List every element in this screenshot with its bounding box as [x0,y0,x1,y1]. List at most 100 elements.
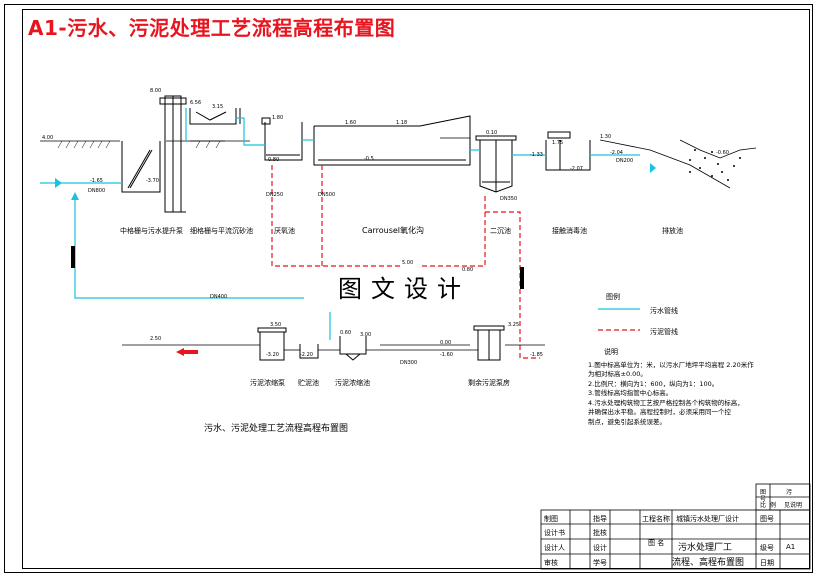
sludge-outlet-arrow [176,348,198,356]
pipe-label: DN350 [500,196,518,202]
elevation-label: -0.5 [364,156,374,162]
elevation-label: -2.20 [300,352,313,358]
tb-scale-value: 见说明 [784,502,803,509]
tb-value: 污 [786,489,793,496]
tb-label: 号 [760,496,767,503]
sludge-thickening-pump [257,327,287,361]
soil-hatch [57,140,221,149]
tb-sheet-size: A1 [786,543,796,551]
unit-label: 厌氧池 [274,227,295,235]
notes-title: 说明 [604,348,618,356]
tb-label: 图 [760,489,767,496]
elevation-label: -1.33 [530,152,543,158]
tb-label: 学号 [593,559,607,567]
elevation-label: 3.00 [360,332,372,338]
contact-disinfection-tank [545,131,591,171]
unit-label: Carrousel氧化沟 [362,226,425,235]
note-line: 为相对标高±0.00。 [588,370,647,378]
elevation-label: 1.30 [600,134,612,140]
tb-project-name: 城镇污水处理厂设计 [676,515,739,523]
fine-screen-grit-chamber [189,108,241,125]
tb-label: 制图 [544,515,558,523]
elevation-label: -2.04 [610,150,623,156]
note-line: 3.管线标高均指管中心标高。 [588,389,673,397]
outfall-gravel [689,149,741,181]
title-block-grid [540,483,811,570]
tb-label: 批核 [593,529,607,537]
elevation-label: 1.60 [345,120,357,126]
elevation-label: -1.65 [90,178,103,184]
tb-label: 级号 [760,544,774,552]
unit-label: 中格栅与污水提升泵 [120,227,183,235]
legend-sludge-label: 污泥管线 [650,328,678,336]
pipe-label: DN400 [210,294,228,300]
legend-title: 图例 [606,293,620,301]
elevation-label: -2.07 [570,166,583,172]
excess-sludge-pump-house [473,325,505,361]
tb-label: 指导 [593,515,607,523]
elevation-label: 1.75 [552,140,564,146]
section-markers [71,246,524,289]
pipe-label: DN500 [318,192,336,198]
elevation-label: 4.00 [42,135,54,141]
diagram-caption: 污水、污泥处理工艺流程高程布置图 [204,424,349,434]
pipe-label: DN250 [266,192,284,198]
sludge-thickener [339,336,367,361]
unit-label: 二沉池 [490,227,511,235]
legend-sewage-label: 污水管线 [650,307,678,315]
note-line: 1.图中标高单位为：米，以污水厂地坪平均高程 2.20米作 [588,360,754,369]
tb-drawing-name-1: 污水处理厂工 [678,543,733,553]
tb-label: 工程名称 [642,515,670,523]
elevation-label: 0.80 [462,267,474,273]
note-line: 并确保出水平稳。高程控制时，必须采用同一个控 [588,408,731,416]
elevation-label: 1.18 [396,120,408,126]
drawing-frame [22,9,810,569]
elevation-label: 8.00 [150,88,162,94]
tb-label: 例 [770,502,777,509]
coarse-screen-pump-structure [121,95,187,213]
elevation-label: -1.85 [530,352,543,358]
pipe-label: DN800 [88,188,106,194]
unit-label: 贮泥池 [298,379,319,387]
tb-drawing-name-2: 流程、高程布置图 [672,558,745,568]
elevation-label: 0.00 [440,340,452,346]
tb-label: 审核 [544,559,558,567]
unit-label: 细格栅与平流沉砂池 [190,227,253,235]
outfall-embankment [599,139,757,189]
design-notes: 说明 1.图中标高单位为：米，以污水厂地坪平均高程 2.20米作 为相对标高±0… [588,348,754,427]
pipe-label: DN300 [400,360,418,366]
unit-label: 污泥浓缩池 [335,379,370,387]
note-line: 4.污水处理构筑物工艺按严格控制各个构筑物的标高， [588,398,744,407]
elevation-label: 3.15 [212,104,224,110]
elevation-label: 6.56 [190,100,202,106]
elevation-label: 0.60 [340,330,352,336]
tb-label: 设计人 [544,544,565,552]
carrousel-oxidation-ditch [313,115,471,166]
elevation-label: -3.20 [266,352,279,358]
tb-label: 图 名 [648,539,665,547]
elevation-label: -1.60 [440,352,453,358]
elevation-label: 0.80 [268,157,280,163]
elevation-label: 0.10 [486,130,498,136]
note-line: 2.比例尺：横向为1：600，纵向为1：100。 [588,379,719,388]
tb-label: 日期 [760,559,774,567]
elevation-label: 5.00 [402,260,414,266]
watermark-text: 图文设计 [304,271,504,307]
elevation-label: 1.80 [272,115,284,121]
unit-label: 剩余污泥泵房 [468,379,510,387]
ground-line-upper [40,137,470,142]
tb-label: 设计 [593,544,607,552]
unit-label: 污泥浓缩泵 [250,379,285,387]
sewage-flow-arrows [55,163,656,200]
tb-label: 设计书 [544,529,565,537]
elevation-label: -0.60 [716,150,729,156]
pipe-label: DN200 [616,158,634,164]
sludge-storage-tank [299,344,319,359]
elevation-label: 3.25 [508,322,520,328]
tb-label: 比 [760,502,767,509]
drawing-title: A1-污水、污泥处理工艺流程高程布置图 [28,16,396,40]
unit-label: 接触消毒池 [552,227,587,235]
sludge-flow-line [271,165,640,359]
note-line: 制点，避免引起系统误差。 [588,417,666,426]
